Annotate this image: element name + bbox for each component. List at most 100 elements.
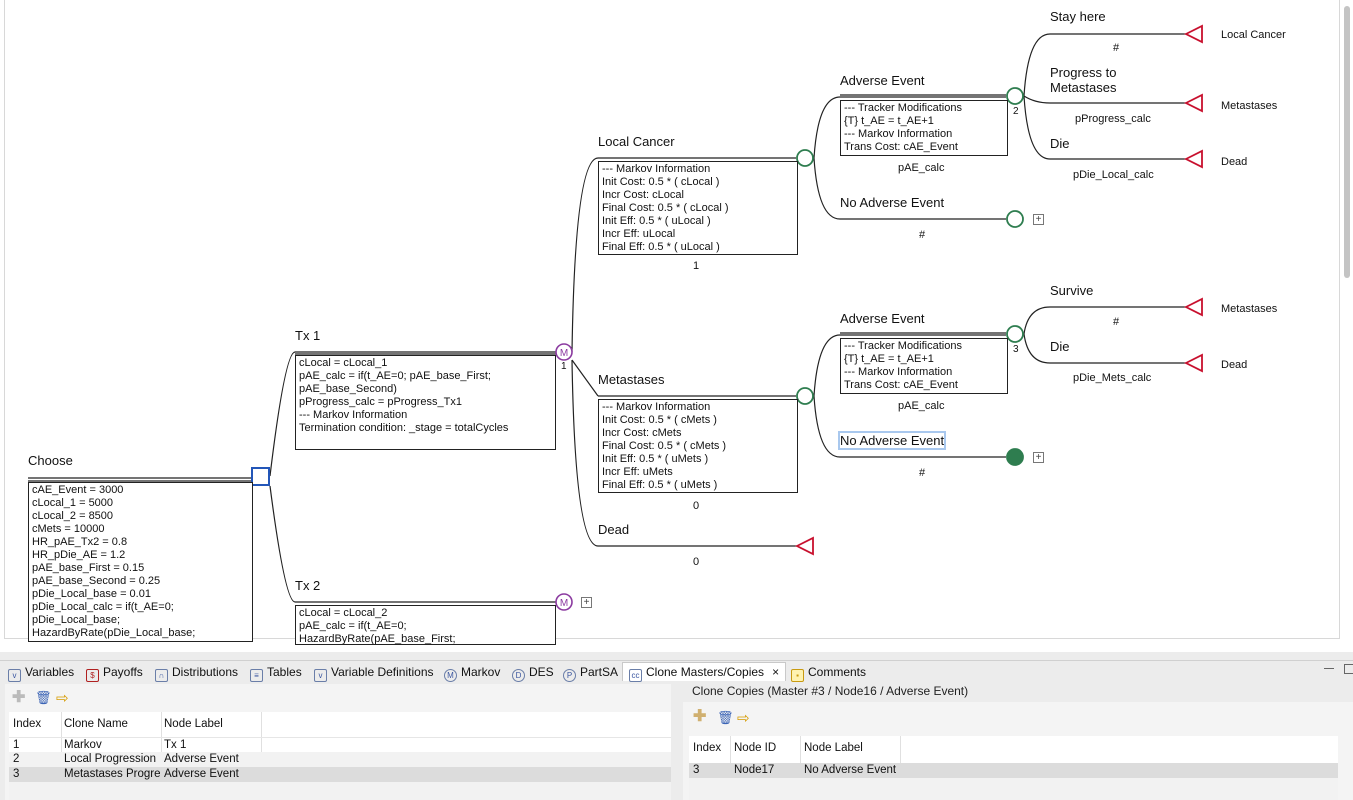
prob-survive[interactable]: # <box>1113 316 1120 328</box>
node-label-tx1[interactable]: Tx 1 <box>295 328 321 343</box>
definition-line: cMets = 10000 <box>32 523 105 535</box>
node-label-survive[interactable]: Survive <box>1050 283 1094 298</box>
maximize-panel-button[interactable] <box>1344 664 1353 674</box>
node-label-stay-here[interactable]: Stay here <box>1050 9 1106 24</box>
definition-line: Termination condition: _stage = totalCyc… <box>299 422 509 434</box>
markov-node-tx1 <box>555 343 573 361</box>
node-label-dead[interactable]: Dead <box>598 522 630 537</box>
definition-line: pAE_calc = if(t_AE=0; pAE_base_First; pA… <box>299 370 491 395</box>
node-label-metastases[interactable]: Metastases <box>598 372 665 387</box>
node-label-progress[interactable]: Progress to Metastases <box>1050 65 1117 95</box>
expand-tx2-button[interactable]: + <box>581 597 592 608</box>
prob-ae-local[interactable]: pAE_calc <box>898 162 945 174</box>
col-index[interactable]: Index <box>693 742 722 754</box>
close-tab-icon[interactable]: × <box>772 665 780 679</box>
goto-arrow-icon[interactable]: ⇨ <box>56 690 69 707</box>
tab-comments[interactable]: ▪Comments <box>791 663 866 682</box>
node-label-ae-local[interactable]: Adverse Event <box>840 73 925 88</box>
definitions-box-ae-local[interactable]: --- Tracker Modifications{T} t_AE = t_AE… <box>840 100 1008 156</box>
prob-nae-local[interactable]: # <box>919 229 926 241</box>
prob-local-cancer[interactable]: 1 <box>693 260 700 272</box>
prob-dead[interactable]: 0 <box>693 556 700 568</box>
definition-line: Final Cost: 0.5 * ( cLocal ) <box>602 202 729 214</box>
node-label-die-mets[interactable]: Die <box>1050 339 1070 354</box>
des-icon: D <box>512 669 525 682</box>
node-label-nae-mets[interactable]: No Adverse Event <box>837 431 947 450</box>
definition-line: {T} t_AE = t_AE+1 <box>844 115 934 127</box>
col-node-label[interactable]: Node Label <box>164 718 223 730</box>
tab-distributions[interactable]: ∩Distributions <box>155 663 238 682</box>
node-label-nae-local[interactable]: No Adverse Event <box>840 195 945 210</box>
definition-line: pAE_calc = if(t_AE=0; <box>299 620 407 632</box>
prob-stay-here[interactable]: # <box>1113 42 1120 54</box>
prob-die-local[interactable]: pDie_Local_calc <box>1073 169 1154 181</box>
definition-line: --- Markov Information <box>299 409 408 421</box>
prob-die-mets[interactable]: pDie_Mets_calc <box>1073 372 1152 384</box>
col-index[interactable]: Index <box>13 718 42 730</box>
tab-tables[interactable]: ≡Tables <box>250 663 302 682</box>
node-label-die-local[interactable]: Die <box>1050 136 1070 151</box>
prob-ae-mets[interactable]: pAE_calc <box>898 400 945 412</box>
definition-line: pDie_Local_calc = if(t_AE=0; <box>32 601 174 613</box>
definition-line: HazardByRate(pDie_Local_base; <box>32 627 196 639</box>
node-label-local-cancer[interactable]: Local Cancer <box>598 134 675 149</box>
markov-icon: M <box>444 669 457 682</box>
node-label-choose[interactable]: Choose <box>28 453 73 468</box>
minimize-panel-button[interactable] <box>1324 668 1334 671</box>
expand-nae-local-button[interactable]: + <box>1033 214 1044 225</box>
table-row[interactable]: 2 Local Progression Adverse Event <box>9 752 671 767</box>
comments-icon: ▪ <box>791 669 804 682</box>
node-label-tx2[interactable]: Tx 2 <box>295 578 321 593</box>
delete-icon[interactable]: 🗑 <box>35 690 52 705</box>
chance-node-ae-local <box>1006 87 1024 105</box>
prob-nae-mets[interactable]: # <box>919 467 926 479</box>
table-row-selected[interactable]: 3 Metastases Progre Adverse Event <box>9 767 671 782</box>
delete-icon[interactable]: 🗑 <box>717 710 734 725</box>
col-clone-name[interactable]: Clone Name <box>64 718 128 730</box>
vertical-scrollbar[interactable] <box>1341 0 1353 638</box>
definition-line: Final Eff: 0.5 * ( uLocal ) <box>602 241 720 253</box>
node-label-ae-mets[interactable]: Adverse Event <box>840 311 925 326</box>
chance-node-ae-mets <box>1006 325 1024 343</box>
definition-line: {T} t_AE = t_AE+1 <box>844 353 934 365</box>
prob-metastases[interactable]: 0 <box>693 500 700 512</box>
col-node-id[interactable]: Node ID <box>734 742 777 754</box>
table-row[interactable]: 1 Markov Tx 1 <box>9 737 671 753</box>
table-row-empty <box>689 778 1338 800</box>
definition-line: Trans Cost: cAE_Event <box>844 379 958 391</box>
definitions-box-ae-mets[interactable]: --- Tracker Modifications{T} t_AE = t_AE… <box>840 338 1008 394</box>
add-icon[interactable]: ✚ <box>12 689 26 706</box>
col-node-label[interactable]: Node Label <box>804 742 863 754</box>
definition-line: Final Cost: 0.5 * ( cMets ) <box>602 440 727 452</box>
clone-masters-pane: ✚ 🗑 ⇨ Index Clone Name Node Label 1 Mark… <box>5 684 671 800</box>
chance-node-nae-mets-selected <box>1006 448 1024 466</box>
definition-line: Init Eff: 0.5 * ( uLocal ) <box>602 215 711 227</box>
table-row[interactable]: 3 Node17 No Adverse Event <box>689 763 1338 778</box>
add-icon[interactable]: ✚ <box>693 708 707 725</box>
variables-icon: v <box>8 669 21 682</box>
scrollbar-thumb[interactable] <box>1344 6 1350 278</box>
definition-line: --- Markov Information <box>602 401 711 413</box>
definition-line: pDie_Local_base = 0.01 <box>32 588 151 600</box>
expand-nae-mets-button[interactable]: + <box>1033 452 1044 463</box>
definition-line: Init Cost: 0.5 * ( cMets ) <box>602 414 717 426</box>
tab-payoffs[interactable]: $Payoffs <box>86 663 143 682</box>
prob-progress[interactable]: pProgress_calc <box>1075 113 1151 125</box>
definition-line: Incr Eff: uMets <box>602 466 673 478</box>
terminal-node-dead <box>794 536 814 556</box>
definition-line: --- Markov Information <box>844 366 953 378</box>
goto-arrow-icon[interactable]: ⇨ <box>737 710 750 727</box>
